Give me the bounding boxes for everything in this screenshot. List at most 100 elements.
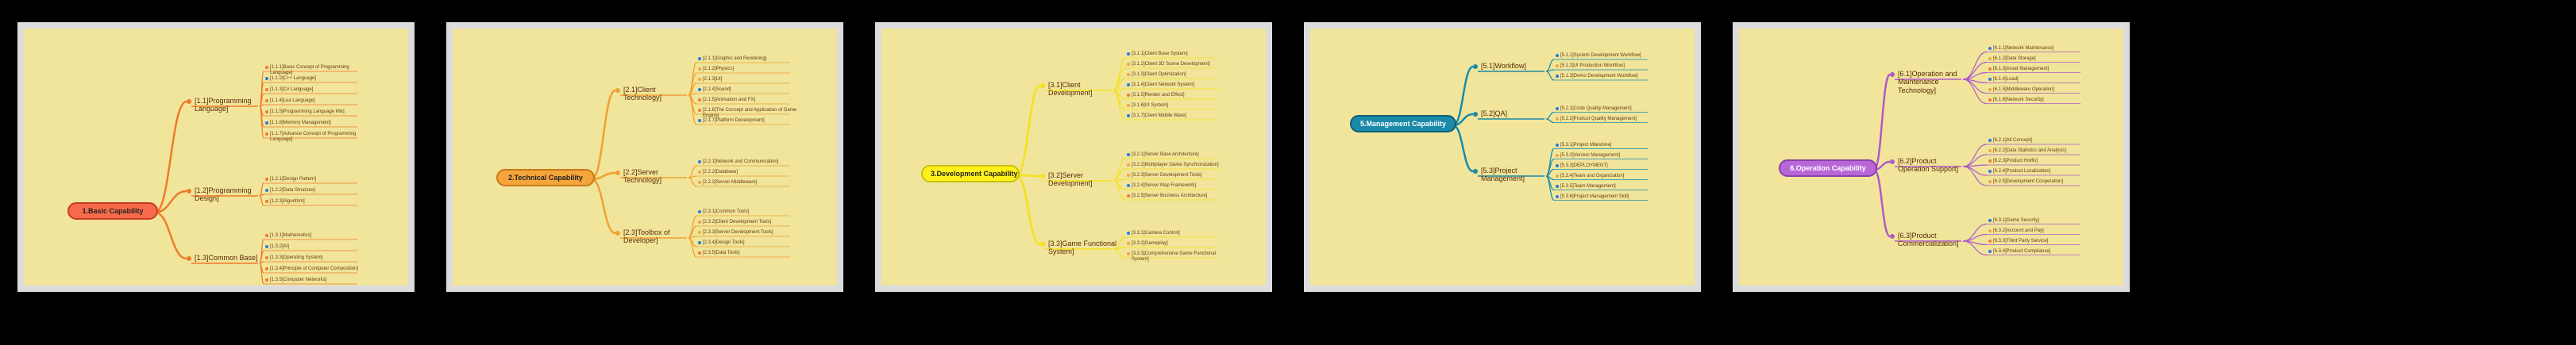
leaf-label[interactable]: [3.1.4]Client Network System]	[1132, 82, 1195, 87]
leaf-label[interactable]: [5.2.2]Product Quality Management]	[1560, 116, 1637, 121]
branch-label[interactable]: [3.3]Game Functional System]	[1048, 240, 1117, 256]
leaf-bullet-icon	[698, 220, 701, 224]
branch-bullet-icon	[1040, 83, 1045, 88]
leaf-label[interactable]: [6.3.2]Account and Pay]	[1993, 228, 2044, 233]
leaf-label[interactable]: [5.3.1]Project Milestone]	[1560, 142, 1612, 148]
branch-label[interactable]: [2.1]Client Technology]	[623, 86, 662, 102]
leaf-label[interactable]: [6.2.1]All Concept]	[1993, 138, 2033, 143]
leaf-label[interactable]: [6.3.1]Game Security]	[1993, 217, 2040, 223]
leaf-bullet-icon	[1556, 117, 1559, 121]
leaf-label[interactable]: [6.1.3]Asset Management]	[1993, 66, 2050, 71]
leaf-label[interactable]: [1.3.4]Principle of Computer Composition…	[270, 266, 359, 271]
branch-label[interactable]: [6.1]Operation and Maintenance Technolog…	[1898, 70, 1957, 94]
branch-label[interactable]: [5.3]Project Management]	[1481, 167, 1525, 183]
leaf-label[interactable]: [6.1.4]Load]	[1993, 76, 2019, 82]
branch-label[interactable]: [1.2]Programming Design]	[195, 186, 252, 203]
leaf-label[interactable]: [5.1.1]System Development Workflow]	[1560, 53, 1641, 58]
leaf-label[interactable]: [3.3.1]Camera Control]	[1132, 231, 1180, 236]
leaf-label[interactable]: [1.2.3]Algorithm]	[270, 199, 305, 204]
leaf-label[interactable]: [3.1.3]Client Optimization]	[1132, 72, 1186, 77]
leaf-label[interactable]: [2.3.1]Common Tools]	[703, 209, 750, 214]
leaf-label[interactable]: [1.1.3]C# Language]	[270, 87, 314, 92]
leaf-label[interactable]: [6.1.2]Data Storage]	[1993, 56, 2036, 61]
leaf-label[interactable]: [5.1.3]Demo Development Workflow]	[1560, 74, 1638, 79]
leaf-label[interactable]: [2.3.2]Client Development Tools]	[703, 220, 772, 224]
leaf-bullet-icon	[1127, 232, 1130, 235]
leaf-label[interactable]: [3.2.1]Server Base Architecture]	[1132, 152, 1199, 157]
leaf-label[interactable]: [5.1.2]UI Production Workflow]	[1560, 63, 1625, 68]
leaf-label[interactable]: [1.2.1]Design Pattern]	[270, 177, 317, 182]
leaf-label[interactable]: [6.1.1]Network Maintenance]	[1993, 45, 2054, 51]
leaf-label[interactable]: [6.1.6]Network Security]	[1993, 97, 2044, 102]
leaf-label[interactable]: [3.1.7]Client Middle Ware]	[1132, 113, 1186, 118]
mindmap-root[interactable]: 3.Development Capability	[921, 165, 1020, 182]
leaf-label[interactable]: [6.2.5]Development Cooperation]	[1993, 179, 2064, 184]
mindmap-root[interactable]: 6.Operation Capability	[1779, 159, 1877, 177]
leaf-label[interactable]: [1.1.4]Lua Language]	[270, 98, 315, 103]
leaf-label[interactable]: [1.1.7]Advance Concept of Programming La…	[270, 132, 357, 142]
leaf-label[interactable]: [1.1.1]Basic Concept of Programming Lang…	[270, 65, 349, 75]
leaf-label[interactable]: [3.1.5]Render and Effect]	[1132, 93, 1185, 98]
leaf-label[interactable]: [2.3.3]Server Development Tools]	[703, 230, 773, 235]
leaf-label[interactable]: [1.3.2]AI]	[270, 244, 290, 249]
leaf-label[interactable]: [3.1.1]Client Base System]	[1132, 52, 1188, 56]
branch-connector	[591, 89, 616, 181]
branch-label[interactable]: [2.3]Toolbox of Developer]	[623, 228, 670, 245]
leaf-label[interactable]: [2.1.5]Animation and FX]	[703, 98, 756, 102]
branch-label[interactable]: [6.3]Product Commercialization]	[1898, 232, 1959, 248]
leaf-label[interactable]: [5.2.1]Code Quality Management]	[1560, 105, 1632, 111]
branch-label[interactable]: [1.1]Programming Language]	[195, 97, 252, 113]
leaf-bullet-icon	[698, 88, 701, 91]
mindmap-root[interactable]: 2.Technical Capability	[496, 169, 595, 186]
leaf-label[interactable]: [6.3.3]Third Party Service]	[1993, 238, 2049, 243]
leaf-label[interactable]: [6.2.4]Product Localization]	[1993, 169, 2051, 174]
leaf-label[interactable]: [1.2.2]Data Structure]	[270, 188, 316, 193]
leaf-label[interactable]: [2.2.1]Network and Communication]	[703, 159, 779, 164]
leaf-label[interactable]: [1.1.5]Programming Language Mix]	[270, 109, 345, 114]
leaf-label[interactable]: [2.1.4]Sound]	[703, 87, 731, 92]
branch-label[interactable]: [3.1]Client Development]	[1048, 81, 1093, 98]
branch-label[interactable]: [5.1]Workflow]	[1481, 62, 1526, 70]
mindmap-root[interactable]: 5.Management Capability	[1350, 115, 1456, 132]
leaf-label[interactable]: [6.1.5]Middleware Operation]	[1993, 86, 2055, 92]
leaf-label[interactable]: [3.1.6]UI System]	[1132, 103, 1169, 108]
leaf-label[interactable]: [2.1.6]The Concept and Application of Ga…	[703, 108, 797, 118]
leaf-label[interactable]: [5.3.2]Version Management]	[1560, 152, 1621, 158]
leaf-label[interactable]: [3.3.2]Gameplay]	[1132, 241, 1168, 246]
leaf-label[interactable]: [6.3.4]Product Compliance]	[1993, 248, 2051, 254]
leaf-label[interactable]: [3.2.4]Server Map Framework]	[1132, 183, 1197, 188]
branch-bullet-icon	[1473, 64, 1478, 69]
leaf-label[interactable]: [1.3.3]Operating System]	[270, 255, 323, 260]
leaf-label[interactable]: [3.3.3]Comprehensive Game Functional Sys…	[1132, 251, 1217, 262]
leaf-label[interactable]: [6.2.2]Data Statistics and Analysis]	[1993, 148, 2067, 153]
leaf-label[interactable]: [1.3.1]Mathematics]	[270, 233, 312, 238]
mindmap-root[interactable]: 1.Basic Capability	[67, 202, 158, 220]
leaf-label[interactable]: [1.3.5]Computer Networks]	[270, 278, 327, 282]
leaf-label[interactable]: [5.3.5]Team Management]	[1560, 183, 1616, 189]
leaf-label[interactable]: [2.1.2]Physics]	[703, 67, 735, 71]
leaf-bullet-icon	[1127, 252, 1130, 255]
leaf-label[interactable]: [5.3.3]DEPLOYMENT]	[1560, 163, 1608, 168]
leaf-label[interactable]: [2.3.4]Design Tools]	[703, 240, 745, 245]
branch-label[interactable]: [6.2]Product Operation Support]	[1898, 157, 1959, 174]
leaf-label[interactable]: [2.1.1]Graphic and Rendering]	[703, 56, 767, 61]
leaf-label[interactable]: [5.3.4]Team and Organization]	[1560, 173, 1625, 178]
leaf-label[interactable]: [2.1.3]UI]	[703, 77, 723, 82]
leaf-label[interactable]: [3.1.2]Client 3D Scene Development]	[1132, 62, 1210, 67]
leaf-label[interactable]: [2.3.5]Data Tools]	[703, 251, 740, 255]
leaf-label[interactable]: [2.2.3]Server Middleware]	[703, 180, 758, 185]
leaf-label[interactable]: [3.2.3]Server Development Tools]	[1132, 173, 1202, 178]
leaf-label[interactable]: [2.2.2]Database]	[703, 170, 738, 174]
branch-label[interactable]: [3.2]Server Development]	[1048, 171, 1093, 188]
leaf-label[interactable]: [6.2.3]Product Hotfix]	[1993, 159, 2038, 163]
leaf-label[interactable]: [5.3.6]Project Management Skill]	[1560, 194, 1629, 199]
leaf-label[interactable]: [1.1.6]Memory Management]	[270, 121, 331, 125]
branch-label[interactable]: [1.3]Common Base]	[195, 254, 258, 262]
leaf-label[interactable]: [1.1.2]C++ Language]	[270, 76, 317, 81]
branch-label[interactable]: [2.2]Server Technology]	[623, 168, 662, 185]
leaf-bullet-icon	[1988, 46, 1992, 50]
branch-label[interactable]: [5.2]QA]	[1481, 109, 1508, 117]
leaf-label[interactable]: [3.2.2]Multiplayer Game Synchronization]	[1132, 163, 1219, 167]
leaf-label[interactable]: [2.1.7]Platform Development]	[703, 118, 765, 123]
leaf-label[interactable]: [3.2.5]Server Business Architecture]	[1132, 194, 1208, 198]
